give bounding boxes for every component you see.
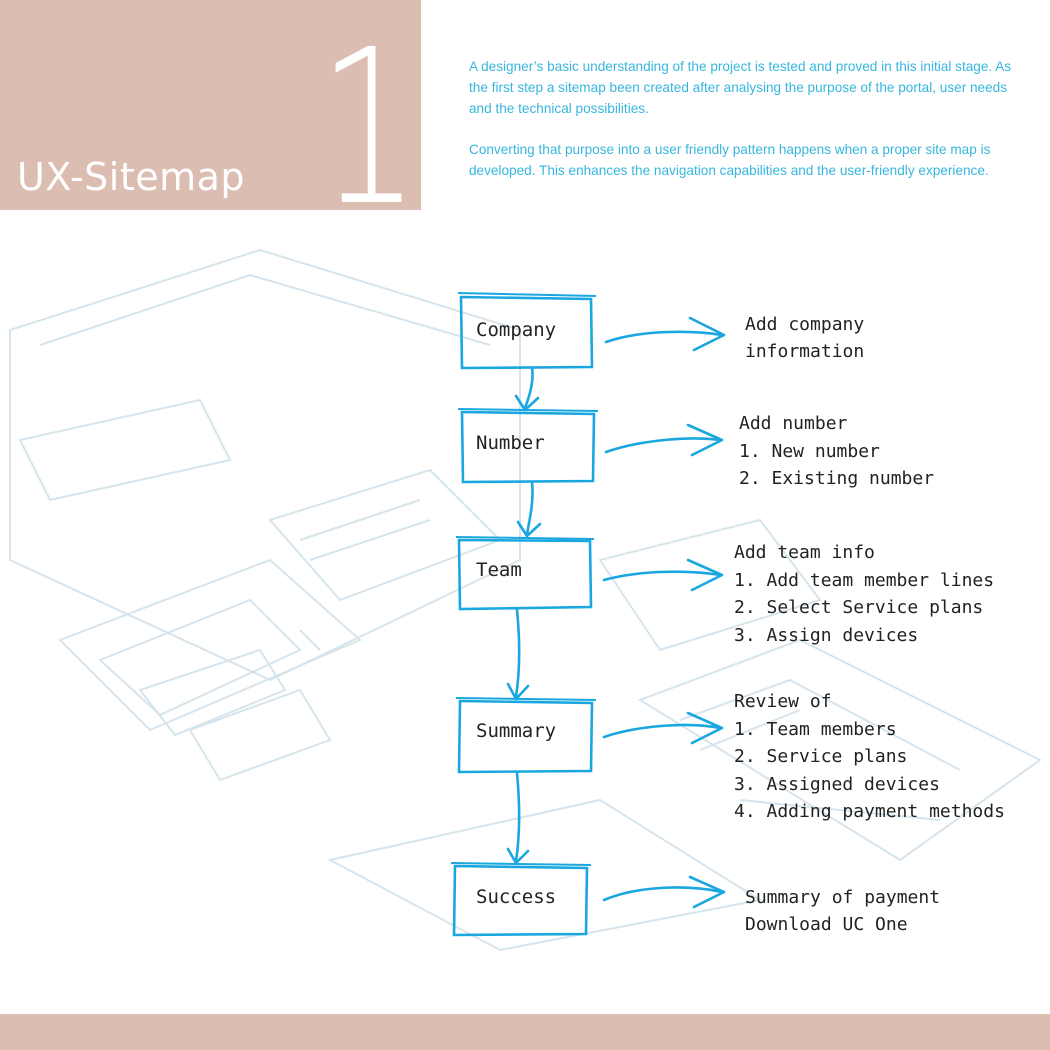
detail-line: 1. Team members [734,719,897,740]
step-box-team: Team [455,536,595,611]
detail-line: 2. Service plans [734,746,907,767]
section-number: 1 [318,4,421,211]
detail-line: Add team info [734,542,875,563]
step-label-team: Team [476,559,522,581]
details-success: Summary of payment Download UC One [745,887,940,935]
sitemap-svg: Company Number Team Summary Success [9,248,1042,952]
background-wireframe-sketch [9,248,1042,952]
detail-line: Add number [739,413,848,434]
detail-line: 2. Existing number [739,468,934,489]
detail-line: 3. Assigned devices [734,774,940,795]
flow-arrow-summary-success [506,771,530,865]
detail-line: 1. Add team member lines [734,570,994,591]
detail-line: information [745,341,864,362]
detail-line: Download UC One [745,914,908,935]
step-label-company: Company [476,319,556,341]
page-title: UX-Sitemap [17,155,246,199]
flow-arrow-number-team [516,481,542,538]
detail-arrow-success [602,875,726,909]
detail-line: 1. New number [739,441,880,462]
footer-band [0,1014,1050,1050]
details-number: Add number 1. New number 2. Existing num… [739,413,934,489]
details-summary: Review of 1. Team members 2. Service pla… [734,691,1005,822]
intro-paragraph-2: Converting that purpose into a user frie… [469,142,991,178]
flow-arrow-company-number [514,366,540,412]
detail-line: Review of [734,691,832,712]
details-team: Add team info 1. Add team member lines 2… [734,542,994,646]
detail-line: Summary of payment [745,887,940,908]
detail-arrow-summary [602,711,724,745]
step-box-number: Number [457,408,599,484]
detail-line: Add company [745,314,864,335]
step-box-summary: Summary [455,697,597,774]
flow-arrow-team-summary [506,608,530,701]
step-label-number: Number [476,432,545,454]
detail-arrow-team [602,558,724,592]
step-label-success: Success [476,886,556,908]
sitemap-diagram: Company Number Team Summary Success [0,225,1050,955]
details-company: Add company information [745,314,864,362]
intro-text: A designer’s basic understanding of the … [469,56,1019,201]
header-block: UX-Sitemap 1 [0,0,421,210]
step-label-summary: Summary [476,720,556,742]
step-box-success: Success [450,862,592,937]
step-box-company: Company [457,292,597,370]
intro-paragraph-1: A designer’s basic understanding of the … [469,59,1012,116]
detail-arrow-number [604,423,724,457]
detail-arrow-company [604,316,726,352]
detail-line: 4. Adding payment methods [734,801,1005,822]
detail-line: 3. Assign devices [734,625,918,646]
detail-line: 2. Select Service plans [734,597,983,618]
